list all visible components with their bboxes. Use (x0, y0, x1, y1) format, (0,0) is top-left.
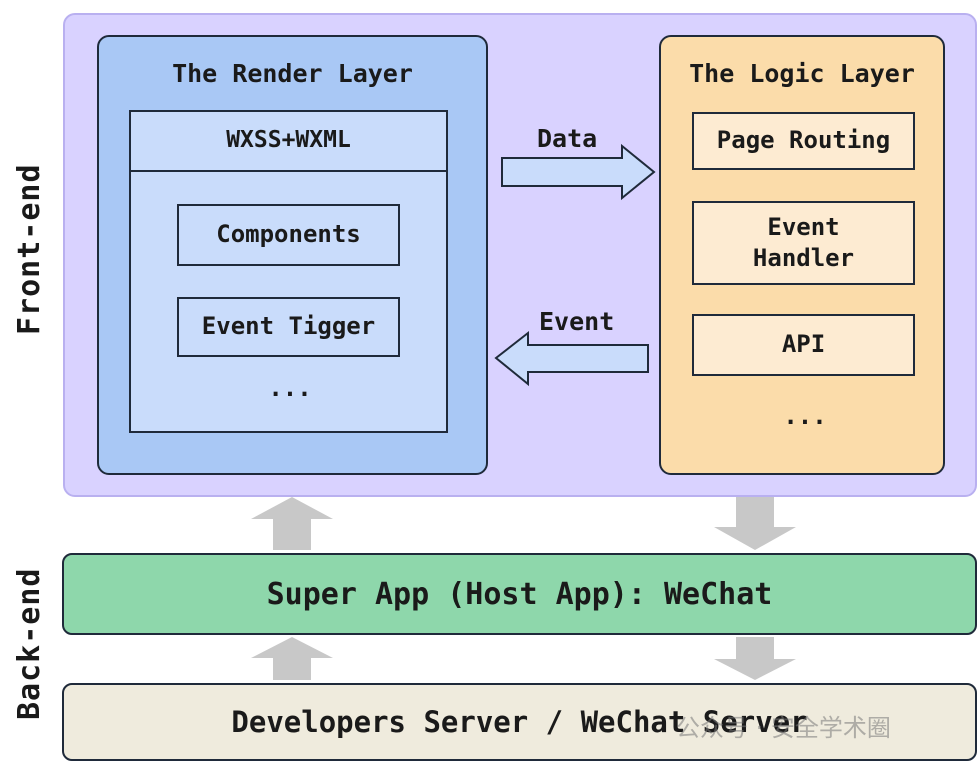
super-app-box: Super App (Host App): WeChat (62, 553, 977, 635)
wxss-wxml-header: WXSS+WXML (129, 110, 448, 172)
down-arrow-frontend (714, 497, 796, 550)
render-layer-title: The Render Layer (172, 59, 413, 88)
up-arrow-frontend (251, 497, 333, 550)
event-tigger-box: Event Tigger (177, 297, 400, 357)
render-ellipsis: ... (268, 374, 312, 402)
event-arrow-label: Event (539, 307, 615, 336)
page-routing-box: Page Routing (692, 112, 915, 170)
data-arrow (501, 143, 656, 201)
watermark-text: 公众号 · 安全学术圈 (676, 714, 891, 742)
components-box: Components (177, 204, 400, 266)
up-arrow-backend (251, 637, 333, 680)
data-arrow-label: Data (537, 124, 598, 153)
down-arrow-backend (714, 637, 796, 680)
server-box: Developers Server / WeChat Server (62, 683, 977, 761)
event-handler-box: Event Handler (692, 201, 915, 285)
logic-ellipsis: ... (783, 402, 827, 430)
api-box: API (692, 314, 915, 376)
logic-layer-title: The Logic Layer (689, 59, 915, 88)
event-arrow (494, 330, 649, 387)
